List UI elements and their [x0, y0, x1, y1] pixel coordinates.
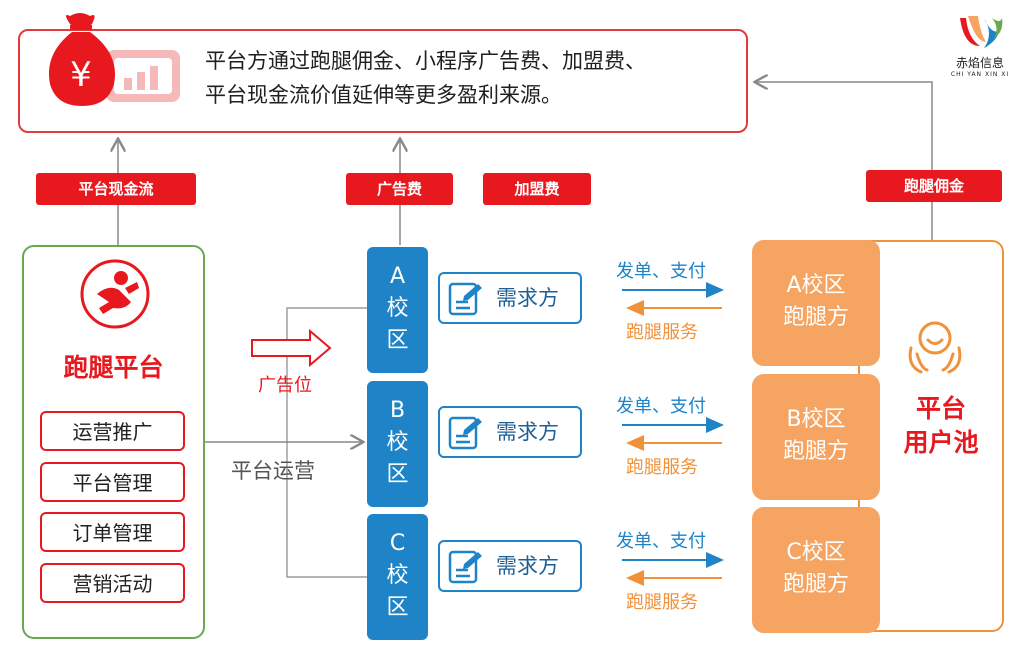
tag-franchise-fee: 加盟费: [483, 173, 591, 205]
platform-title: 跑腿平台: [63, 353, 164, 382]
tag-ad-fee: 广告费: [346, 173, 453, 205]
document-edit-icon: [448, 550, 482, 584]
demander-a: 需求方: [438, 272, 582, 324]
user-pool-line-2: 用户池: [903, 428, 979, 457]
document-edit-icon: [448, 416, 482, 450]
flow-service-b: 跑腿服务: [626, 457, 698, 478]
logo-name: 赤焰信息: [955, 56, 1004, 70]
runner-campus-b: B校区 跑腿方: [752, 374, 880, 500]
demander-label: 需求方: [496, 554, 559, 578]
flow-order-pay-b: 发单、支付: [616, 396, 706, 417]
tag-commission: 跑腿佣金: [866, 170, 1002, 202]
flow-service-c: 跑腿服务: [626, 592, 698, 613]
flow-service-a: 跑腿服务: [626, 322, 698, 343]
campus-letter: A: [389, 264, 406, 289]
platform-item-promotion: 运营推广: [40, 411, 185, 451]
ad-arrow-icon: [251, 328, 332, 368]
logo-subtitle: CHI YAN XIN XI: [950, 71, 1010, 78]
runner-line-1: B校区: [786, 407, 846, 432]
user-smile-icon: [908, 321, 962, 374]
demander-c: 需求方: [438, 540, 582, 592]
campus-char-2: 区: [386, 462, 409, 487]
runner-line-1: A校区: [786, 273, 846, 298]
user-pool-title: 平台 用户池: [880, 392, 1002, 460]
ad-slot-label: 广告位: [258, 375, 312, 396]
runner-line-2: 跑腿方: [782, 439, 849, 464]
demander-label: 需求方: [496, 286, 559, 310]
runner-campus-a: A校区 跑腿方: [752, 240, 880, 366]
flow-order-pay-c: 发单、支付: [616, 531, 706, 552]
runner-line-1: C校区: [786, 540, 846, 565]
campus-a: A 校 区: [367, 247, 428, 373]
runner-line-2: 跑腿方: [782, 305, 849, 330]
logo-icon: [960, 16, 1003, 48]
runner-line-2: 跑腿方: [782, 572, 849, 597]
platform-item-marketing: 营销活动: [40, 563, 185, 603]
campus-letter: B: [389, 398, 406, 423]
revenue-description: 平台方通过跑腿佣金、小程序广告费、加盟费、 平台现金流价值延伸等更多盈利来源。: [205, 44, 745, 112]
user-pool-line-1: 平台: [915, 394, 966, 423]
campus-char-1: 校: [386, 296, 409, 321]
platform-item-management: 平台管理: [40, 462, 185, 502]
user-pool-box: [858, 240, 1004, 632]
campus-b: B 校 区: [367, 381, 428, 507]
runner-logo-icon: [80, 259, 150, 329]
svg-text:¥: ¥: [70, 55, 92, 95]
platform-box: [22, 245, 205, 639]
demander-label: 需求方: [496, 420, 559, 444]
runner-campus-c: C校区 跑腿方: [752, 507, 880, 633]
campus-char-2: 区: [386, 595, 409, 620]
campus-char-2: 区: [386, 328, 409, 353]
document-edit-icon: [448, 282, 482, 316]
platform-operation-label: 平台运营: [231, 459, 315, 483]
campus-char-1: 校: [386, 563, 409, 588]
demander-b: 需求方: [438, 406, 582, 458]
flow-order-pay-a: 发单、支付: [616, 261, 706, 282]
campus-c: C 校 区: [367, 514, 428, 640]
money-bag-icon: ¥: [48, 13, 180, 106]
platform-item-orders: 订单管理: [40, 512, 185, 552]
tag-cashflow: 平台现金流: [36, 173, 196, 205]
logo: 赤焰信息 CHI YAN XIN XI: [930, 12, 1030, 78]
campus-letter: C: [389, 531, 406, 556]
revenue-line-1: 平台方通过跑腿佣金、小程序广告费、加盟费、: [205, 49, 646, 73]
revenue-line-2: 平台现金流价值延伸等更多盈利来源。: [205, 83, 562, 107]
campus-char-1: 校: [386, 430, 409, 455]
